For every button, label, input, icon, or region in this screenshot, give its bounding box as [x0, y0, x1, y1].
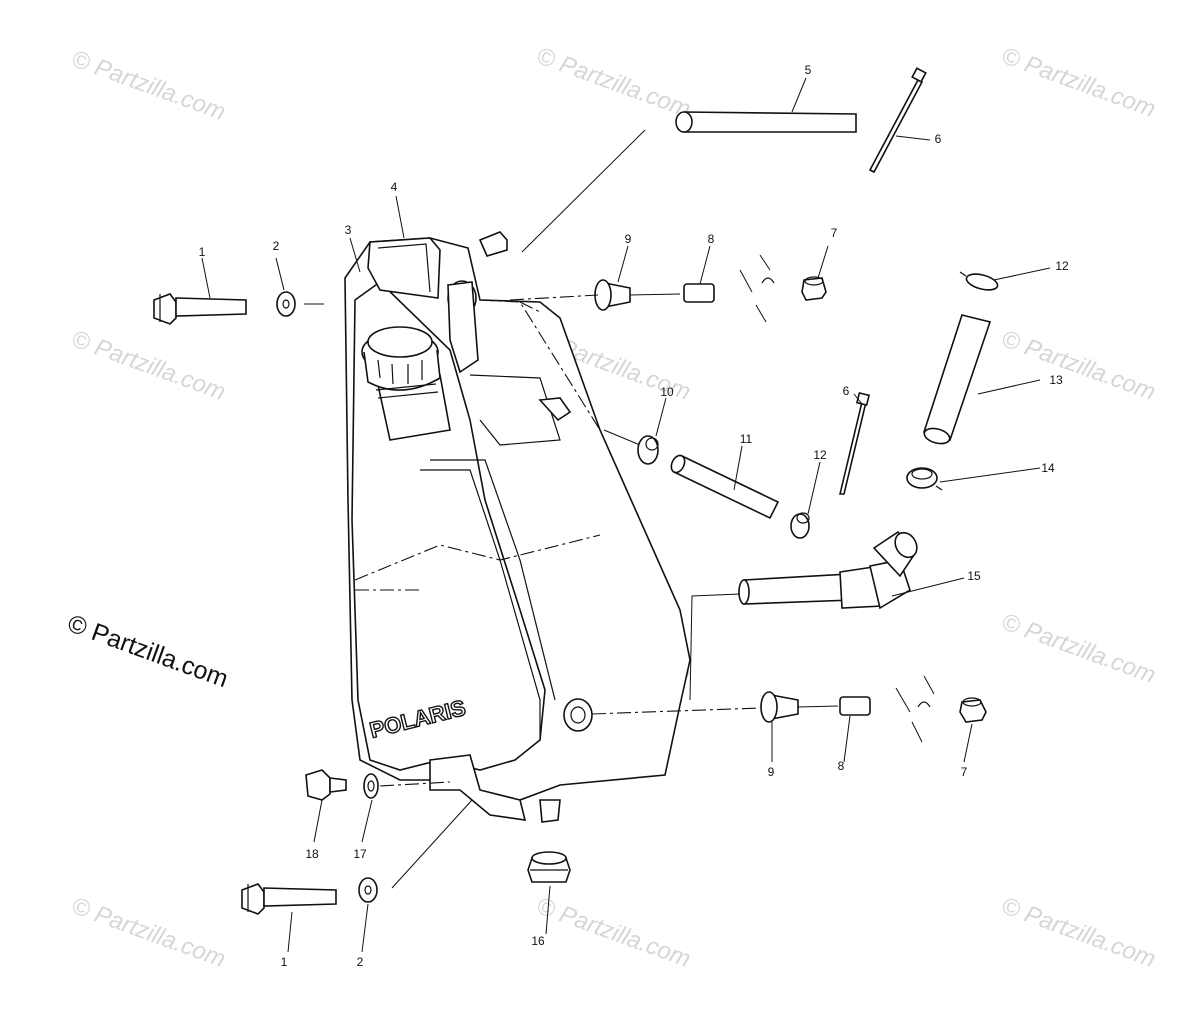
clamp-12-mid	[790, 512, 810, 539]
callout-1: 1	[281, 955, 288, 969]
hose-11	[670, 454, 780, 520]
callout-9: 9	[768, 765, 775, 779]
watermark: © Partzilla.com	[998, 892, 1159, 973]
callout-1: 1	[199, 245, 206, 259]
callout-7: 7	[831, 226, 838, 240]
callout-16: 16	[531, 934, 545, 948]
callout-4: 4	[391, 180, 398, 194]
callout-8: 8	[838, 759, 845, 773]
spacer-8-upper	[683, 283, 715, 303]
watermark: © Partzilla.com	[998, 608, 1159, 689]
watermark: © Partzilla.com	[68, 325, 229, 406]
grommet-9-upper	[594, 279, 631, 311]
clamp-14	[906, 467, 943, 491]
nut-7-upper	[801, 276, 827, 301]
main-watermark: © Partzilla.com	[64, 609, 232, 693]
grommet-16	[527, 851, 571, 883]
callout-11: 11	[740, 432, 753, 446]
callout-9: 9	[625, 232, 632, 246]
watermark: © Partzilla.com	[68, 892, 229, 973]
watermark: © Partzilla.com	[533, 892, 694, 973]
callout-6: 6	[935, 132, 942, 146]
clamp-10	[637, 435, 659, 465]
watermark: © Partzilla.com	[998, 42, 1159, 123]
washer-2-upper	[276, 291, 296, 317]
callout-17: 17	[353, 847, 367, 861]
callout-5: 5	[805, 63, 812, 77]
bolt-1-lower	[241, 883, 337, 915]
spacer-8-lower	[839, 696, 871, 716]
elbow-fitting-15	[738, 530, 918, 610]
oil-tank: POLARIS	[344, 231, 691, 823]
washer-2-lower	[358, 877, 378, 903]
nut-7-lower	[959, 697, 987, 723]
callout-18: 18	[305, 847, 319, 861]
hose-13	[922, 314, 992, 445]
cable-tie-6	[868, 67, 927, 174]
callout-2: 2	[357, 955, 364, 969]
callout-2: 2	[273, 239, 280, 253]
leader-lines	[201, 77, 1051, 953]
callout-12: 12	[1055, 259, 1069, 273]
callout-8: 8	[708, 232, 715, 246]
clamp-12-top	[959, 271, 999, 291]
watermark: © Partzilla.com	[68, 45, 229, 126]
callout-15: 15	[967, 569, 981, 583]
washer-17	[363, 773, 379, 799]
watermark: © Partzilla.com	[533, 42, 694, 123]
callout-12: 12	[813, 448, 827, 462]
callout-13: 13	[1049, 373, 1063, 387]
filler-cap	[361, 326, 451, 441]
grommet-9-lower	[760, 691, 799, 723]
callout-3: 3	[345, 223, 352, 237]
callout-6: 6	[843, 384, 850, 398]
callout-7: 7	[961, 765, 968, 779]
cable-tie-6-lower	[838, 391, 871, 495]
watermark: © Partzilla.com	[998, 325, 1159, 406]
callout-14: 14	[1041, 461, 1055, 475]
callout-10: 10	[660, 385, 674, 399]
drain-plug-18	[305, 769, 347, 801]
bolt-1-upper	[153, 293, 247, 325]
hose-5	[675, 111, 857, 133]
callouts: 1 2 3 4 5 6 9 8 7 12 13 10 6 11 12 14 15…	[199, 63, 1069, 969]
